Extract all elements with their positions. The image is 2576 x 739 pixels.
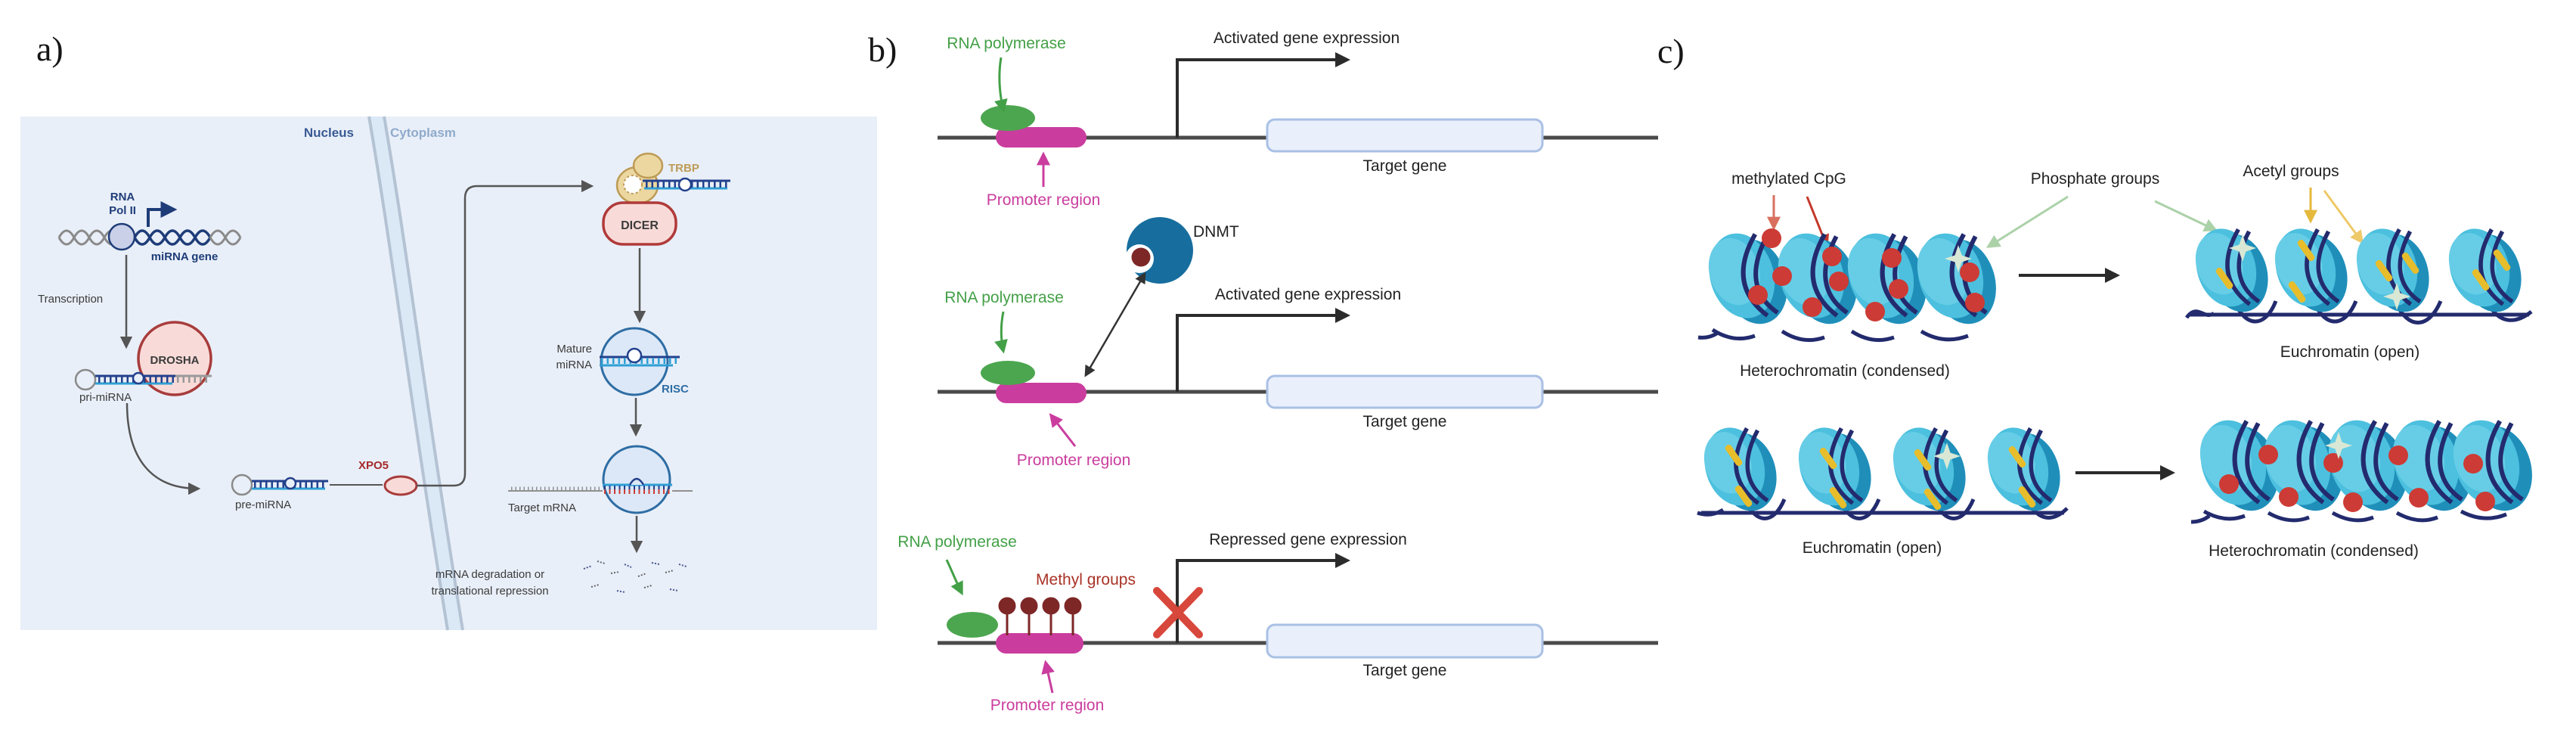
dna-string <box>1697 328 1969 343</box>
rna-polymerase-blob <box>981 361 1035 385</box>
euchromatin-label: Euchromatin (open) <box>1803 539 1942 557</box>
repressed-expression-label: Repressed gene expression <box>1209 531 1407 548</box>
phosphate-arrow-left <box>1985 195 2069 248</box>
dnmt-promoter-arrow <box>1084 272 1146 377</box>
euchromatin-label: Euchromatin (open) <box>2280 343 2419 361</box>
risc-label: RISC <box>662 383 689 396</box>
drosha-label: DROSHA <box>150 354 199 367</box>
pre-mirna-label: pre-miRNA <box>235 498 291 511</box>
promoter-pill <box>996 383 1087 403</box>
risc-complex-mature <box>600 327 680 396</box>
dnmt-enzyme <box>1125 217 1193 284</box>
panel-c-letter: c) <box>1657 32 1685 70</box>
rna-polymerase-label: RNA polymerase <box>944 289 1064 306</box>
promoter-region-label: Promoter region <box>987 191 1101 209</box>
promoter-arrow <box>1049 413 1077 447</box>
pri-mirna-hairpin <box>74 368 212 391</box>
heterochromatin-condensed-cluster <box>1697 222 2006 343</box>
dnmt-label: DNMT <box>1193 223 1239 241</box>
methyl-groups-label: Methyl groups <box>1036 571 1136 588</box>
activated-expression-label: Activated gene expression <box>1214 29 1400 47</box>
mrna-fragments <box>583 560 687 593</box>
panel-b-letter: b) <box>868 30 897 69</box>
dicer-enzyme <box>602 201 677 246</box>
mature-mirna-label-line2: miRNA <box>556 359 593 371</box>
nucleus-label: Nucleus <box>304 126 354 140</box>
repression-x-icon <box>1153 587 1203 638</box>
heterochromatin-label: Heterochromatin (condensed) <box>1740 362 1950 380</box>
promoter-arrow <box>1041 660 1055 694</box>
outcome-label-line2: translational repression <box>431 585 548 598</box>
methyl-lollipops <box>998 597 1082 635</box>
pre-mirna-hairpin <box>231 474 328 496</box>
panel-a-mirna-biogenesis: a) Nucleus Cytoplasm RNA Pol II miRNA ge… <box>20 29 877 631</box>
target-gene-box <box>1266 374 1544 409</box>
rna-polymerase-arrow <box>994 57 1008 113</box>
nuclear-membrane <box>367 116 464 631</box>
trbp-protein <box>615 152 664 205</box>
export-routing-arrow <box>417 179 594 487</box>
euchromatin-open-cluster-row2 <box>1696 418 2069 520</box>
target-gene-label: Target gene <box>1363 662 1447 679</box>
cytoplasm-label: Cytoplasm <box>390 126 456 140</box>
promoter-region-label: Promoter region <box>1017 452 1131 469</box>
methylated-cpg-label: methylated CpG <box>1731 170 1846 188</box>
row-repressed-gene: RNA polymerase Methyl groups Repressed g… <box>897 531 1658 714</box>
dna-string <box>2190 509 2507 524</box>
heterochromatin-condensed-cluster-row2 <box>2190 409 2542 524</box>
acetyl-arrow-2 <box>2323 190 2364 244</box>
rna-polymerase-blob <box>947 612 998 638</box>
panel-a-letter: a) <box>36 29 64 68</box>
cleavage-arrow <box>126 402 201 495</box>
activated-expression-label: Activated gene expression <box>1215 286 1401 303</box>
target-gene-label: Target gene <box>1363 413 1447 430</box>
phosphate-arrow-right <box>2154 200 2218 231</box>
rna-pol-label-line2: Pol II <box>109 204 136 217</box>
panel-b-dna-methylation: b) RNA polymerase Activated gene express… <box>868 29 1658 714</box>
rna-pol-label-line1: RNA <box>110 191 135 203</box>
outcome-label-line1: mRNA degradation or <box>436 568 544 581</box>
euchromatin-open-cluster-row1 <box>2187 219 2533 324</box>
row-dnmt: DNMT RNA polymerase Activated gene expre… <box>938 217 1658 469</box>
target-gene-label: Target gene <box>1363 157 1447 175</box>
xpo5-label: XPO5 <box>358 459 389 472</box>
tss-arrow <box>1176 308 1350 392</box>
rna-polymerase-blob <box>981 105 1035 131</box>
hairpin-at-dicer <box>643 177 730 192</box>
transcription-label: Transcription <box>38 293 103 306</box>
gene-start-arrow <box>147 201 178 227</box>
promoter-region-label: Promoter region <box>990 697 1105 714</box>
target-mrna-label: Target mRNA <box>508 501 576 514</box>
panel-c-chromatin-states: c) methylated CpG Phosphate groups Acety… <box>1657 32 2576 560</box>
rna-polymerase-label: RNA polymerase <box>947 35 1066 52</box>
promoter-pill <box>996 633 1083 654</box>
tss-arrow <box>1176 52 1350 138</box>
risc-complex-target <box>508 445 693 514</box>
phosphate-groups-label: Phosphate groups <box>2031 170 2159 188</box>
target-gene-box <box>1266 118 1544 153</box>
mirna-gene-label: miRNA gene <box>151 250 219 263</box>
target-gene-box <box>1266 623 1544 659</box>
methyl-cpg-dots <box>1748 228 1985 321</box>
promoter-pill <box>996 127 1087 147</box>
trbp-label: TRBP <box>668 162 699 175</box>
rna-pol-ii-icon <box>107 222 136 251</box>
dicer-label: DICER <box>621 219 659 232</box>
rna-polymerase-arrow <box>945 559 963 596</box>
rna-polymerase-label: RNA polymerase <box>897 533 1017 551</box>
row-active-gene: RNA polymerase Activated gene expression… <box>938 29 1658 209</box>
rna-polymerase-arrow <box>994 311 1008 354</box>
xpo5-channel <box>383 475 418 496</box>
mature-mirna-label-line1: Mature <box>556 343 592 356</box>
acetyl-groups-label: Acetyl groups <box>2243 163 2339 180</box>
pri-mirna-label: pri-miRNA <box>79 391 132 404</box>
heterochromatin-label: Heterochromatin (condensed) <box>2209 542 2419 560</box>
